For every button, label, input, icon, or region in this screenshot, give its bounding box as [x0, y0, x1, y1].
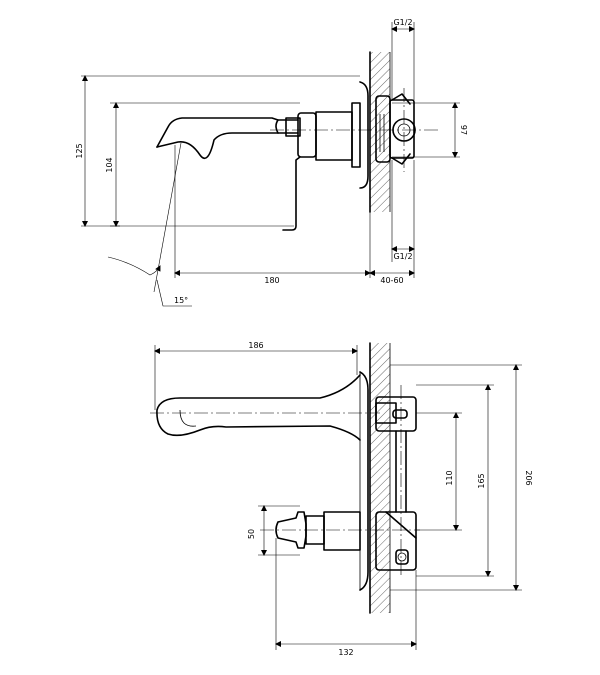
valve-body-side: [282, 81, 391, 231]
dimension-132: 132: [275, 538, 417, 657]
spout-side: [156, 117, 299, 159]
connector-pipe-top: [395, 430, 407, 513]
dimension-104: 104: [105, 102, 300, 227]
dimension-40-60: 40-60: [369, 262, 415, 285]
dim-186-label: 186: [248, 341, 263, 350]
spout-top: [156, 374, 361, 441]
dimension-186: 186: [154, 341, 358, 410]
angle-15-label: 15°: [174, 296, 188, 305]
handle-top: [275, 511, 361, 551]
dim-165-label: 165: [477, 473, 486, 488]
dimension-165: 165: [416, 384, 494, 577]
dimension-125: 125: [75, 75, 360, 227]
lower-fitting-top: [375, 511, 417, 571]
dim-132-label: 132: [338, 648, 353, 657]
thread-top-label: G1/2: [393, 18, 412, 27]
dim-125-label: 125: [75, 143, 84, 158]
top-view: 186 110 165 206 50: [150, 341, 533, 657]
dim-110-label: 110: [445, 470, 454, 485]
thread-top: G1/2: [391, 18, 415, 100]
dim-180-label: 180: [264, 276, 279, 285]
dim-50-label: 50: [247, 529, 256, 539]
dimension-97: 97: [392, 102, 468, 158]
dim-97-label: 97: [459, 125, 468, 135]
dimension-50: 50: [247, 505, 300, 556]
dimension-206: 206: [390, 364, 533, 591]
dimension-180: 180: [174, 145, 371, 285]
dim-104-label: 104: [105, 157, 114, 172]
dimension-110: 110: [416, 412, 462, 531]
rear-fitting-side: [389, 93, 416, 165]
side-view: 125 104 97 G1/2 G1/2: [75, 18, 468, 307]
dim-40-60-label: 40-60: [380, 276, 403, 285]
wall-section-top: [369, 342, 391, 614]
dim-206-label: 206: [524, 470, 533, 485]
thread-bottom-label: G1/2: [393, 252, 412, 261]
angle-15: 15°: [107, 142, 192, 307]
thread-bottom: G1/2: [391, 160, 415, 262]
cover-plate-top: [359, 371, 369, 591]
